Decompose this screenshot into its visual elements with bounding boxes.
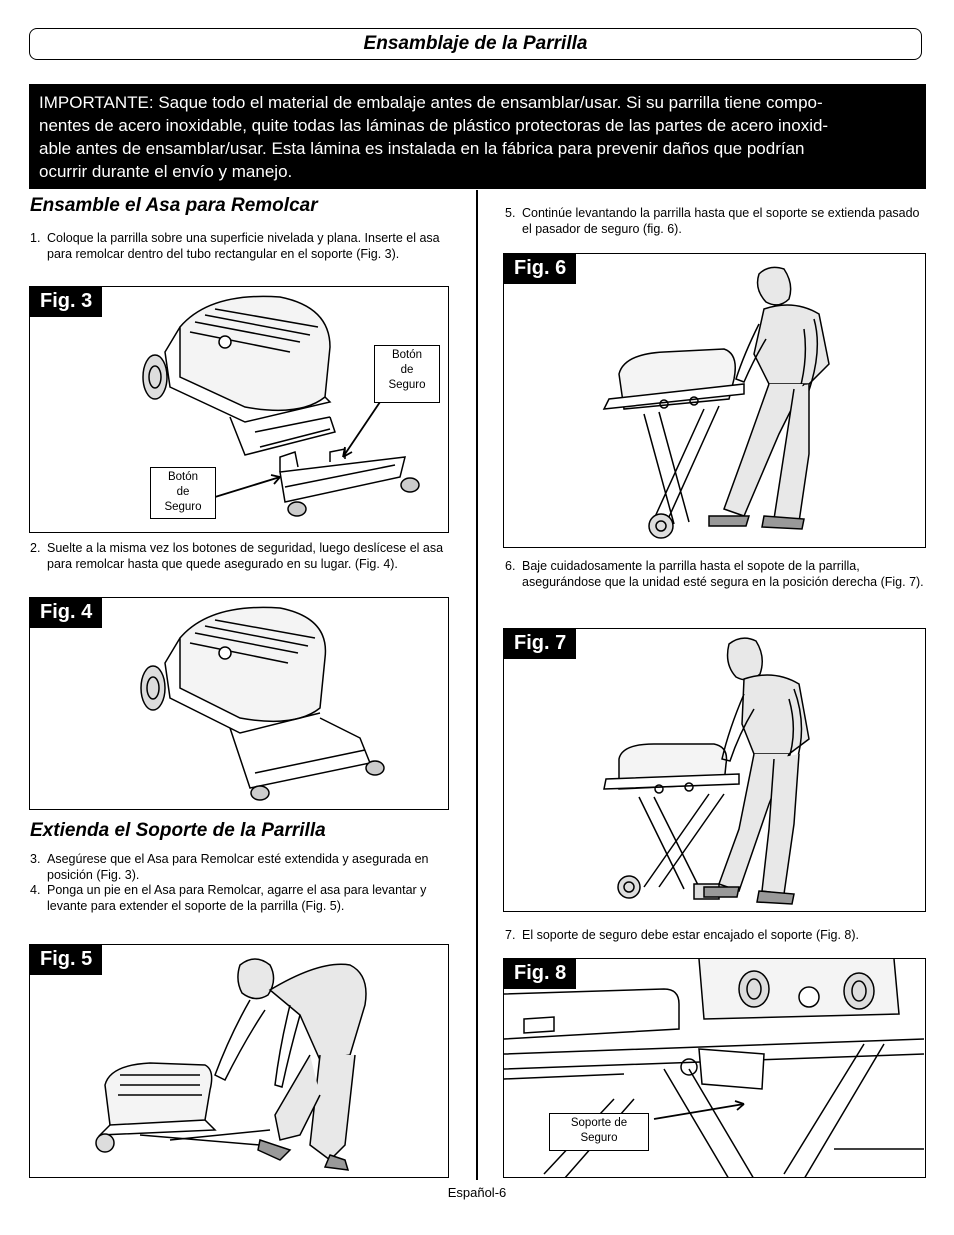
callout-lock-button-right: Botón de Seguro <box>374 345 440 403</box>
important-notice: IMPORTANTE: Saque todo el material de em… <box>29 84 926 189</box>
step-text: Coloque la parrilla sobre una superficie… <box>47 231 440 261</box>
callout-text: Soporte de <box>570 1117 628 1129</box>
figure-label: Fig. 6 <box>504 254 577 284</box>
page-title: Ensamblaje de la Parrilla <box>29 28 922 60</box>
figure-7: Fig. 7 <box>503 628 926 912</box>
step-3: 3. Asegúrese que el Asa para Remolcar es… <box>30 851 450 883</box>
figure-3: Fig. 3 Botón <box>29 286 449 533</box>
step-number: 4. <box>30 883 41 897</box>
callout-text: Botón <box>167 471 199 483</box>
step-number: 2. <box>30 541 41 555</box>
step-text: Asegúrese que el Asa para Remolcar esté … <box>47 852 429 882</box>
important-line: IMPORTANTE: Saque todo el material de em… <box>39 93 823 112</box>
section-title-extend-stand: Extienda el Soporte de la Parrilla <box>30 820 326 841</box>
step-number: 7. <box>505 928 516 942</box>
figure-8: Fig. 8 Soporte de Seguro <box>503 958 926 1178</box>
person-lowering-grill-illustration <box>603 637 810 905</box>
callout-text: de <box>400 364 414 376</box>
step-4: 4. Ponga un pie en el Asa para Remolcar,… <box>30 882 450 914</box>
step-2: 2. Suelte a la misma vez los botones de … <box>30 540 450 572</box>
step-number: 5. <box>505 206 516 220</box>
step-1: 1. Coloque la parrilla sobre una superfi… <box>30 230 450 262</box>
callout-text: Seguro <box>580 1132 618 1144</box>
grill-tow-handle-illustration <box>142 295 420 517</box>
figure-label: Fig. 5 <box>30 945 103 975</box>
lock-bracket-closeup-illustration <box>504 959 925 1177</box>
callout-safety-bracket: Soporte de Seguro <box>549 1113 649 1151</box>
figure-label: Fig. 8 <box>504 959 577 989</box>
section-title-tow-handle: Ensamble el Asa para Remolcar <box>30 195 318 216</box>
step-number: 1. <box>30 231 41 245</box>
callout-lock-button-left: Botón de Seguro <box>150 467 216 519</box>
callout-text: Seguro <box>388 379 426 391</box>
step-6: 6. Baje cuidadosamente la parrilla hasta… <box>505 558 925 590</box>
person-lifting-grill-illustration <box>95 958 367 1171</box>
step-text: Suelte a la misma vez los botones de seg… <box>47 541 444 571</box>
important-line: nentes de acero inoxidable, quite todas … <box>39 116 829 135</box>
figure-label: Fig. 4 <box>30 598 103 628</box>
grill-handle-attached-illustration <box>140 606 385 801</box>
step-number: 6. <box>505 559 516 573</box>
column-divider <box>476 190 478 1180</box>
important-line: ocurrir durante el envío y manejo. <box>39 162 293 181</box>
callout-text: Botón <box>391 349 423 361</box>
step-number: 3. <box>30 852 41 866</box>
step-5: 5. Continúe levantando la parrilla hasta… <box>505 205 925 237</box>
important-line: able antes de ensamblar/usar. Esta lámin… <box>39 139 805 158</box>
step-text: Ponga un pie en el Asa para Remolcar, ag… <box>47 883 427 913</box>
callout-text: Seguro <box>164 501 202 513</box>
figure-label: Fig. 3 <box>30 287 103 317</box>
figure-label: Fig. 7 <box>504 629 577 659</box>
figure-4: Fig. 4 <box>29 597 449 810</box>
figure-5: Fig. 5 <box>29 944 449 1178</box>
person-extending-stand-illustration <box>602 266 830 539</box>
step-text: Baje cuidadosamente la parrilla hasta el… <box>522 559 924 589</box>
callout-text: de <box>176 486 190 498</box>
step-text: El soporte de seguro debe estar encajado… <box>522 928 860 942</box>
figure-6: Fig. 6 <box>503 253 926 548</box>
page-number: Español-6 <box>447 1185 507 1200</box>
step-7: 7. El soporte de seguro debe estar encaj… <box>505 927 925 943</box>
step-text: Continúe levantando la parrilla hasta qu… <box>522 206 920 236</box>
